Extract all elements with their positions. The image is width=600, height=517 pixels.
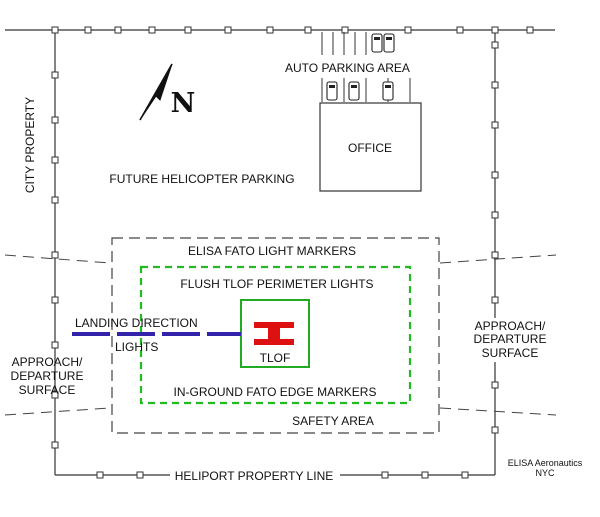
fence-post-marker [114, 26, 122, 34]
fence-post-marker [148, 26, 156, 34]
svg-text:SURFACE: SURFACE [19, 383, 76, 397]
office-building [319, 102, 422, 192]
approach-left-label: APPROACH/ DEPARTURE SURFACE [11, 355, 84, 397]
flush-lights-label: FLUSH TLOF PERIMETER LIGHTS [180, 277, 373, 291]
safety-area-label: SAFETY AREA [292, 414, 374, 428]
credit-text: ELISA Aeronautics NYC [508, 458, 583, 478]
fence-post-marker [84, 26, 92, 34]
fence-post-marker [491, 296, 499, 304]
fence-post-marker [51, 26, 59, 34]
svg-text:APPROACH/: APPROACH/ [12, 355, 83, 369]
svg-text:SURFACE: SURFACE [482, 346, 539, 360]
fence-post-marker [491, 171, 499, 179]
fence-post-marker [96, 471, 104, 479]
fato-perimeter [139, 265, 412, 405]
fato-edge-markers-label: IN-GROUND FATO EDGE MARKERS [174, 385, 377, 399]
svg-text:NYC: NYC [535, 468, 555, 478]
svg-text:DEPARTURE: DEPARTURE [11, 369, 84, 383]
fence-post-marker [421, 471, 429, 479]
fence-post-marker [461, 471, 469, 479]
fence-post-marker [341, 26, 349, 34]
svg-text:ELISA Aeronautics: ELISA Aeronautics [508, 458, 583, 468]
fence-post-marker [491, 81, 499, 89]
city-property-label: CITY PROPERTY [23, 97, 37, 193]
property-line-label-bg [170, 467, 340, 483]
north-label: N [171, 88, 196, 119]
landing-direction-label-line2: LIGHTS [115, 340, 158, 354]
tlof-label: TLOF [260, 351, 291, 365]
fence-post-marker [491, 426, 499, 434]
fence-post-marker [304, 26, 312, 34]
fence-post-marker [381, 471, 389, 479]
fence-post-marker [51, 391, 59, 399]
fence-post-marker [491, 26, 499, 34]
approach-departure-lines [4, 254, 557, 416]
future-parking-label: FUTURE HELICOPTER PARKING [109, 172, 294, 186]
property-line-label: HELIPORT PROPERTY LINE [175, 469, 334, 483]
landing-direction-label-line1: LANDING DIRECTION [75, 316, 198, 330]
fence-post-marker [51, 296, 59, 304]
fence-post-marker [51, 341, 59, 349]
svg-text:APPROACH/: APPROACH/ [475, 319, 546, 333]
approach-right-label-bg [468, 318, 552, 362]
office-label: OFFICE [348, 141, 392, 155]
north-arrow-icon: N [139, 63, 196, 121]
fence-post-marker [491, 251, 499, 259]
fence-markers [51, 26, 534, 479]
fence-post-marker [224, 26, 232, 34]
fence-post-marker [491, 211, 499, 219]
fence-post-marker [491, 121, 499, 129]
fence-post-marker [456, 26, 464, 34]
fence-post-marker [136, 471, 144, 479]
safety-area-boundary [111, 237, 440, 434]
fence-post-marker [266, 26, 274, 34]
fence-post-marker [51, 71, 59, 79]
fence-post-marker [51, 116, 59, 124]
approach-right-label: APPROACH/ DEPARTURE SURFACE [474, 319, 547, 360]
fence-post-marker [51, 196, 59, 204]
fence-post-marker [491, 381, 499, 389]
elisa-markers-label: ELISA FATO LIGHT MARKERS [188, 244, 356, 258]
helipad-h-icon [254, 322, 294, 345]
svg-text:DEPARTURE: DEPARTURE [474, 332, 547, 346]
fence-post-marker [51, 156, 59, 164]
fence-post-marker [184, 26, 192, 34]
auto-parking-label: AUTO PARKING AREA [285, 61, 410, 75]
car-windows [329, 37, 392, 88]
fence-post-marker [526, 26, 534, 34]
fence-post-marker [491, 41, 499, 49]
fence-post-marker [51, 441, 59, 449]
fence-post-marker [404, 26, 412, 34]
fence-post-marker [51, 251, 59, 259]
